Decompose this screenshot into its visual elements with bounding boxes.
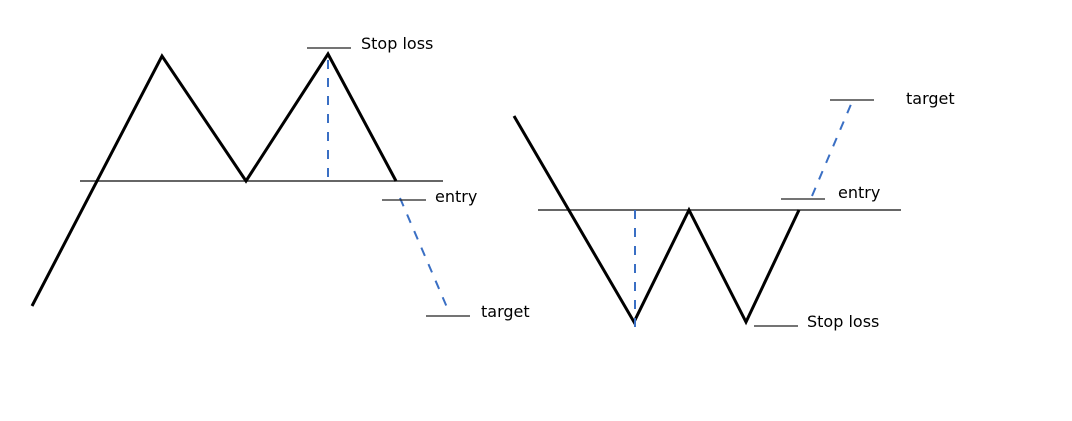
double-top-pattern: Stop loss entry target <box>30 34 530 321</box>
double-top-entry-label: entry <box>435 187 477 206</box>
double-bottom-target-projection <box>811 101 853 197</box>
double-bottom-price-path <box>512 115 801 326</box>
double-top-target-projection <box>399 197 450 313</box>
double-top-target-label: target <box>481 302 530 321</box>
double-top-stop-loss-label: Stop loss <box>361 34 433 53</box>
double-bottom-target-label: target <box>906 89 955 108</box>
double-bottom-entry-label: entry <box>838 183 880 202</box>
double-top-price-path <box>30 51 398 307</box>
double-bottom-pattern: target entry Stop loss <box>512 89 955 331</box>
double-bottom-stop-loss-label: Stop loss <box>807 312 879 331</box>
